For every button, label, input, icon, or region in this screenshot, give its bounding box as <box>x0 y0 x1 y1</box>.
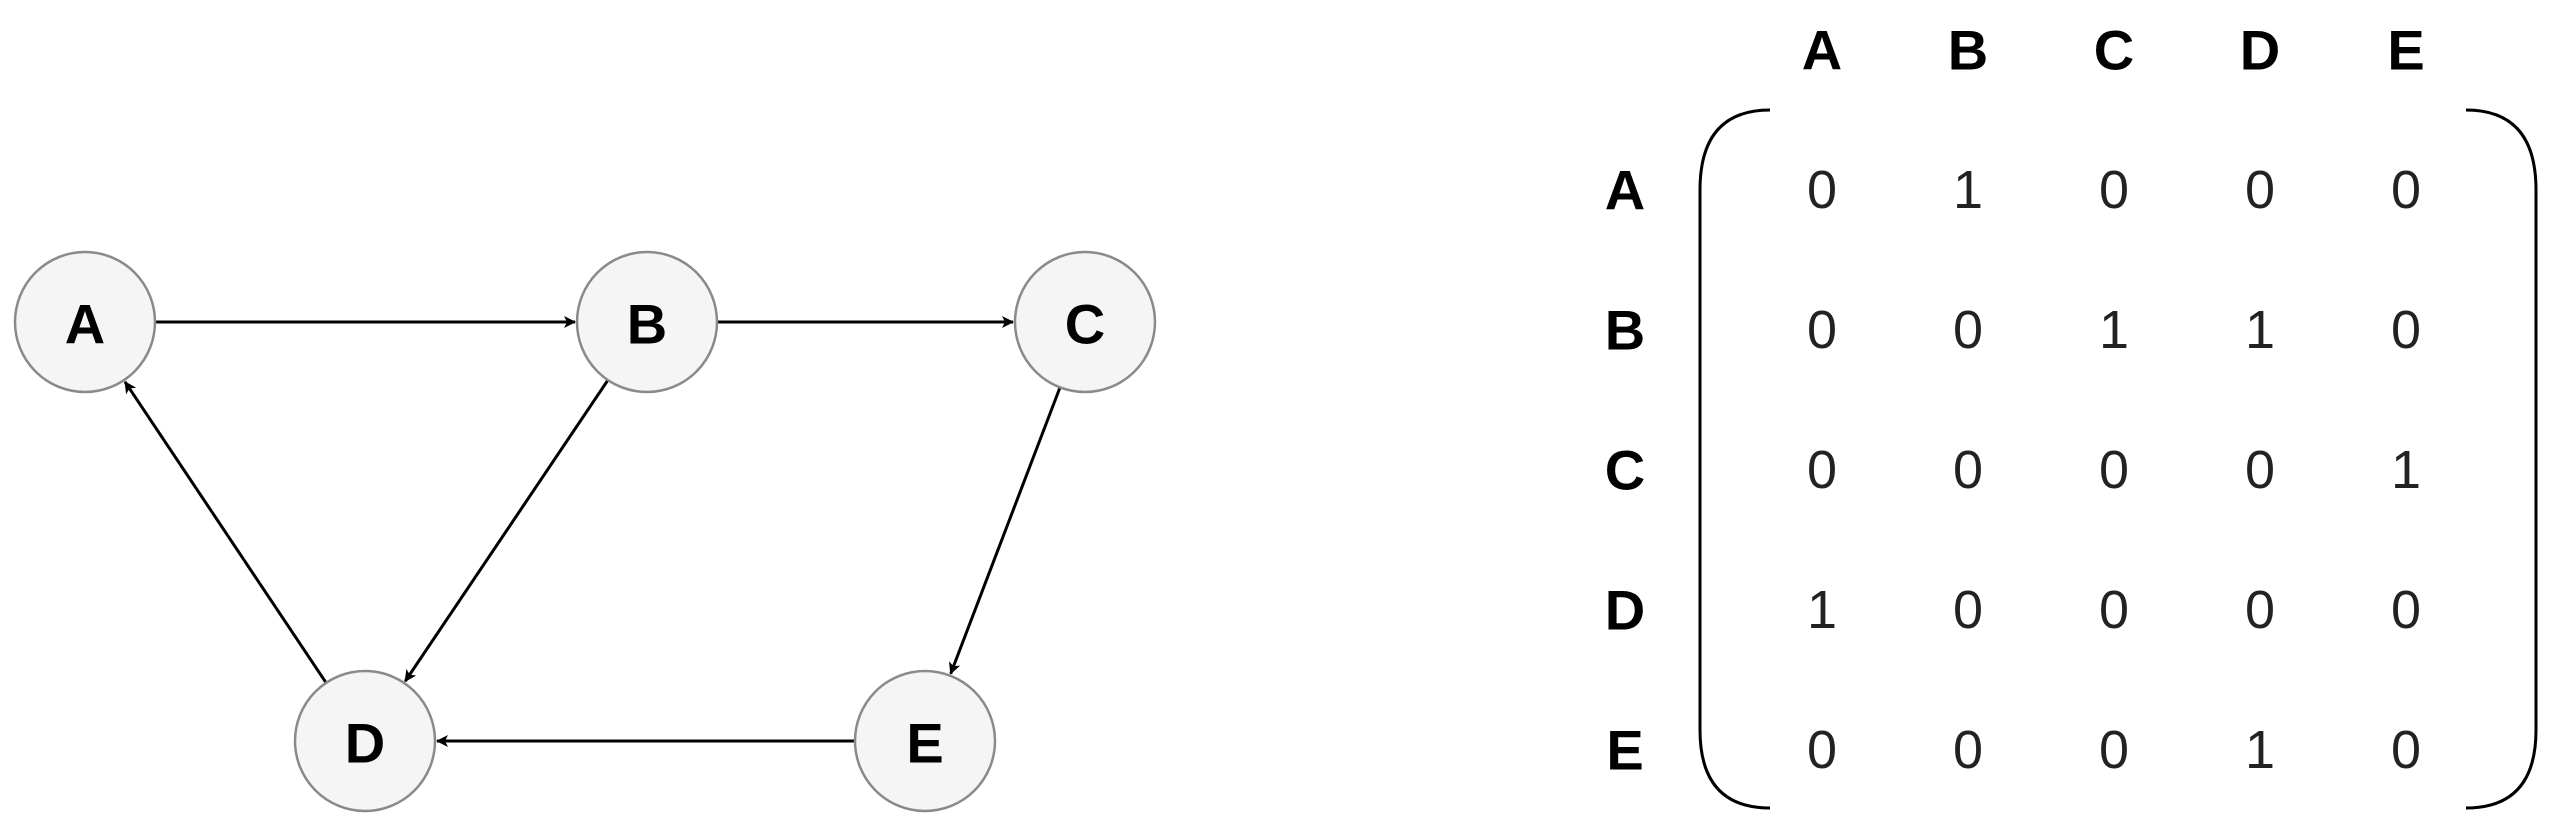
graph-nodes: A B C D E <box>13 250 1157 813</box>
node-label: D <box>345 712 385 775</box>
matrix-cell: 0 <box>2099 720 2129 780</box>
graph-edges <box>123 316 1062 747</box>
matrix-cell: 0 <box>1807 720 1837 780</box>
matrix-cells: 0 1 0 0 0 0 0 1 1 0 0 0 0 0 1 1 0 0 0 0 0 0 0 1 0 <box>1807 160 2421 780</box>
matrix-left-bracket <box>1698 108 1771 810</box>
adjacency-matrix: A B C D E A B C D E 0 1 0 0 0 0 0 1 1 0 0 0 0 0 1 1 0 0 0 0 0 0 0 1 0 <box>1605 19 2538 810</box>
matrix-right-bracket <box>2465 108 2538 810</box>
node-circle <box>575 250 719 394</box>
row-header-b: B <box>1605 299 1645 362</box>
edge-b-to-d <box>403 379 610 683</box>
matrix-cell: 0 <box>2099 160 2129 220</box>
matrix-cell: 1 <box>2099 300 2129 360</box>
node-circle <box>293 669 437 813</box>
matrix-cell: 0 <box>2391 720 2421 780</box>
node-b: B <box>575 250 719 394</box>
matrix-cell: 1 <box>2245 300 2275 360</box>
matrix-cell: 0 <box>1953 580 1983 640</box>
matrix-cell: 0 <box>1807 160 1837 220</box>
node-label: C <box>1065 293 1105 356</box>
matrix-cell: 1 <box>2245 720 2275 780</box>
matrix-cell: 0 <box>2245 440 2275 500</box>
node-circle <box>853 669 997 813</box>
node-a: A <box>13 250 157 394</box>
row-header-a: A <box>1605 159 1645 222</box>
matrix-column-headers: A B C D E <box>1802 19 2425 82</box>
matrix-cell: 0 <box>1807 440 1837 500</box>
directed-graph: A B C D E <box>13 250 1157 813</box>
matrix-row-headers: A B C D E <box>1605 159 1645 782</box>
node-e: E <box>853 669 997 813</box>
row-header-d: D <box>1605 579 1645 642</box>
matrix-cell: 0 <box>2391 580 2421 640</box>
matrix-cell: 1 <box>1953 160 1983 220</box>
column-header-a: A <box>1802 19 1842 82</box>
matrix-cell: 0 <box>1953 300 1983 360</box>
edge-d-to-a <box>123 381 328 684</box>
column-header-c: C <box>2094 19 2134 82</box>
column-header-b: B <box>1948 19 1988 82</box>
node-d: D <box>293 669 437 813</box>
column-header-d: D <box>2240 19 2280 82</box>
matrix-cell: 0 <box>1807 300 1837 360</box>
edge-c-to-e <box>949 386 1062 675</box>
matrix-cell: 0 <box>1953 720 1983 780</box>
node-label: B <box>627 293 667 356</box>
node-circle <box>13 250 157 394</box>
column-header-e: E <box>2387 19 2424 82</box>
matrix-cell: 0 <box>2245 160 2275 220</box>
row-header-e: E <box>1606 719 1643 782</box>
matrix-cell: 0 <box>2391 160 2421 220</box>
matrix-cell: 1 <box>2391 440 2421 500</box>
matrix-cell: 1 <box>1807 580 1837 640</box>
matrix-cell: 0 <box>2099 580 2129 640</box>
node-label: E <box>906 712 943 775</box>
node-label: A <box>65 293 105 356</box>
node-c: C <box>1013 250 1157 394</box>
matrix-cell: 0 <box>2245 580 2275 640</box>
matrix-cell: 0 <box>2391 300 2421 360</box>
matrix-cell: 0 <box>2099 440 2129 500</box>
matrix-cell: 0 <box>1953 440 1983 500</box>
row-header-c: C <box>1605 439 1645 502</box>
node-circle <box>1013 250 1157 394</box>
